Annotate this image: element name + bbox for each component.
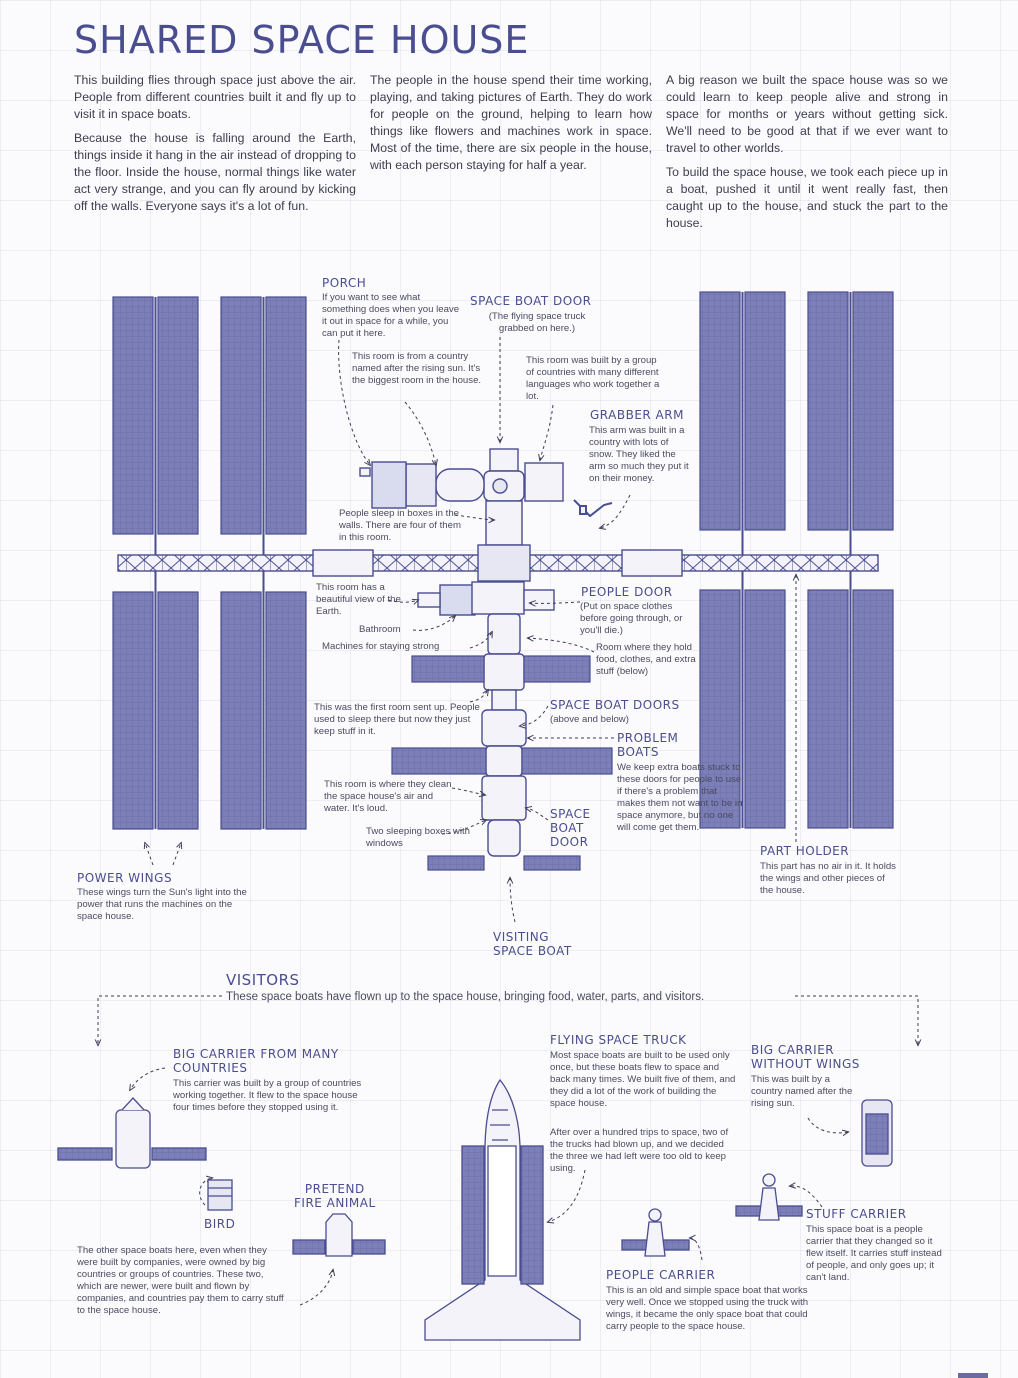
view-room-note: This room has a beautiful view of the Ea… — [316, 582, 401, 617]
intro-column-2: The people in the house spend their time… — [370, 72, 652, 181]
visitors-subtitle: These space boats have flown up to the s… — [226, 991, 705, 1003]
stuff-carrier-title: STUFF CARRIER — [806, 1207, 907, 1221]
problem-boats-note: We keep extra boats stuck to these doors… — [617, 762, 743, 833]
flying-space-truck-note-2: After over a hundred trips to space, two… — [550, 1127, 729, 1174]
stuff-carrier-note: This space boat is a people carrier that… — [806, 1224, 942, 1283]
sleep-boxes-note: People sleep in boxes in the walls. Ther… — [339, 508, 461, 543]
languages-room-note: This room was built by a group of countr… — [526, 355, 660, 402]
intro-column-1: This building flies through space just a… — [74, 72, 356, 222]
big-carrier-without-wings-title: BIG CARRIER WITHOUT WINGS — [751, 1043, 860, 1071]
people-door-note: (Put on space clothes before going throu… — [580, 601, 683, 636]
flying-space-truck-title: FLYING SPACE TRUCK — [550, 1033, 687, 1047]
intro-paragraph: This building flies through space just a… — [74, 73, 356, 121]
problem-boats-title: PROBLEM BOATS — [617, 731, 679, 759]
bathroom-label: Bathroom — [359, 624, 401, 635]
grabber-arm-title: GRABBER ARM — [590, 408, 684, 422]
grabber-arm-note: This arm was built in a country with lot… — [589, 425, 689, 484]
intro-paragraph: Because the house is falling around the … — [74, 131, 356, 213]
page-title: SHARED SPACE HOUSE — [74, 18, 530, 62]
part-holder-title: PART HOLDER — [760, 844, 850, 858]
big-carrier-note: This carrier was built by a group of cou… — [173, 1078, 362, 1113]
flying-space-truck-note-1: Most space boats are built to be used on… — [550, 1050, 736, 1109]
solar-wings — [112, 291, 894, 830]
porch-title: PORCH — [322, 276, 367, 290]
visiting-space-boat-title: VISITING SPACE BOAT — [493, 930, 572, 958]
callout-lines — [98, 337, 918, 1306]
space-boat-doors-title: SPACE BOAT DOORS — [550, 698, 680, 712]
visitor-craft — [57, 1078, 893, 1341]
big-carrier-without-wings-note: This was built by a country named after … — [751, 1074, 853, 1109]
storage-room-note: Room where they hold food, clothes, and … — [596, 642, 696, 677]
people-carrier-note: This is an old and simple space boat tha… — [606, 1285, 809, 1332]
visitors-title: VISITORS — [226, 971, 300, 989]
bird-title: BIRD — [204, 1217, 236, 1231]
people-door-title: PEOPLE DOOR — [581, 585, 673, 599]
companies-note: The other space boats here, even when th… — [77, 1245, 284, 1316]
page-marker — [958, 1373, 988, 1378]
machines-label: Machines for staying strong — [322, 641, 440, 652]
pretend-fire-animal-title: PRETEND FIRE ANIMAL — [294, 1182, 376, 1210]
two-sleeping-boxes-note: Two sleeping boxes with windows — [366, 826, 470, 849]
small-panels — [391, 655, 613, 871]
intro-paragraph: The people in the house spend their time… — [370, 73, 652, 172]
space-boat-door-title: SPACE BOAT DOOR — [470, 294, 592, 308]
big-carrier-title: BIG CARRIER FROM MANY COUNTRIES — [173, 1047, 339, 1075]
intro-paragraph: A big reason we built the space house wa… — [666, 73, 948, 155]
grabber-arm-shape — [573, 499, 613, 518]
people-carrier-title: PEOPLE CARRIER — [606, 1268, 716, 1282]
space-boat-door-bottom-title: SPACE BOAT DOOR — [550, 807, 591, 849]
space-boat-door-note: (The flying space truck grabbed on here.… — [488, 311, 586, 334]
first-room-note: This was the first room sent up. People … — [314, 702, 480, 737]
space-boat-doors-note: (above and below) — [550, 714, 629, 725]
power-wings-title: POWER WINGS — [77, 871, 173, 885]
porch-note: If you want to see what something does w… — [322, 292, 460, 339]
power-wings-note: These wings turn the Sun's light into th… — [77, 887, 247, 922]
part-holder-note: This part has no air in it. It holds the… — [760, 861, 896, 896]
intro-paragraph: To build the space house, we took each p… — [666, 165, 948, 230]
intro-column-3: A big reason we built the space house wa… — [666, 72, 948, 239]
sun-room-note: This room is from a country named after … — [352, 351, 482, 386]
clean-room-note: This room is where they clean the space … — [324, 779, 452, 814]
